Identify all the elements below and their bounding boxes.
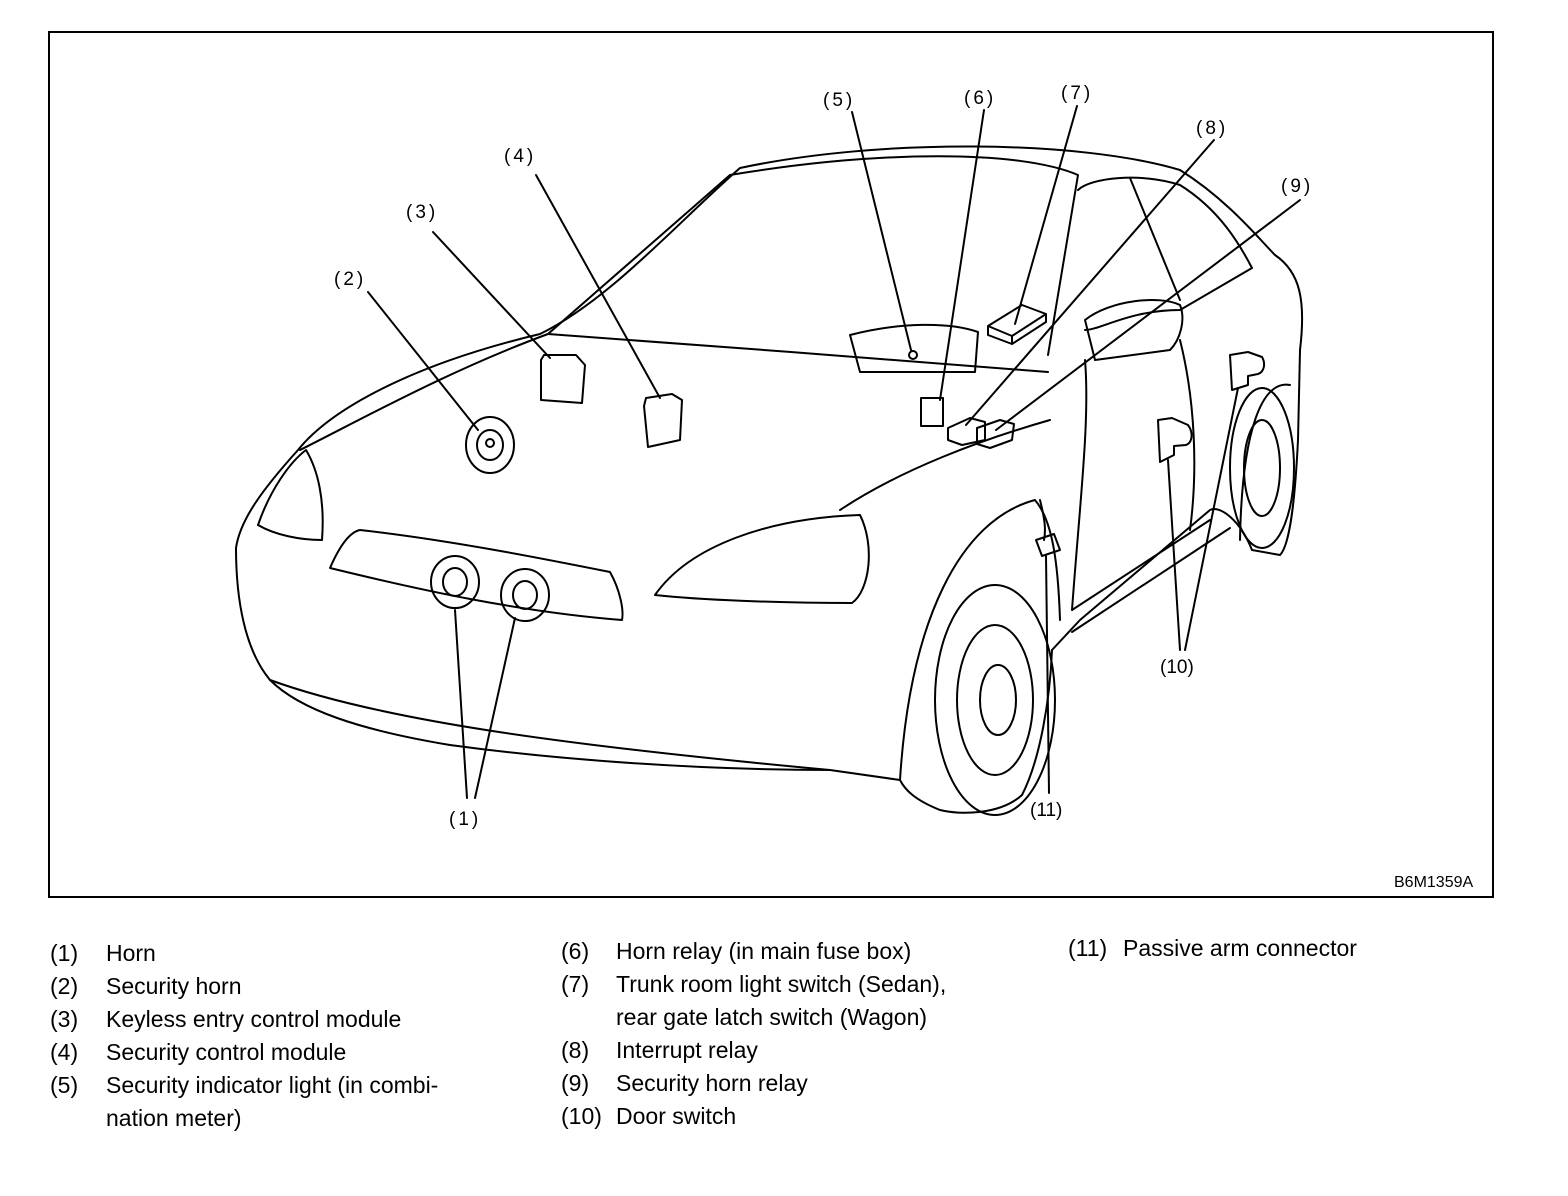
left-headlight xyxy=(257,449,324,541)
horn-right xyxy=(500,568,550,622)
door-line xyxy=(1071,359,1088,611)
legend-num: (6) xyxy=(561,938,590,964)
leader-6 xyxy=(939,109,985,401)
callout-9: (9) xyxy=(1281,176,1313,197)
trunk-light-switch xyxy=(987,304,1047,345)
fender-crease xyxy=(839,419,1051,511)
legend-num: (3) xyxy=(50,1006,79,1032)
legend-num: (9) xyxy=(561,1070,590,1096)
callout-1: (1) xyxy=(449,809,481,830)
rocker xyxy=(1071,519,1211,611)
legend-text: Security control module xyxy=(106,1039,347,1065)
legend-text: Security indicator light (in combi- xyxy=(106,1072,439,1098)
door-switch-front xyxy=(1157,417,1193,463)
security-indicator-light xyxy=(908,350,918,360)
rocker-lower xyxy=(1071,527,1231,633)
horn-relay xyxy=(920,397,944,427)
leader-10b xyxy=(1184,387,1239,651)
callout-3: (3) xyxy=(406,202,438,223)
front-wheel-arch xyxy=(899,499,1061,781)
horn-left xyxy=(430,555,480,609)
front-wheel-rim xyxy=(956,624,1034,776)
legend-text: Horn relay (in main fuse box) xyxy=(616,938,912,964)
legend-text-continued: rear gate latch switch (Wagon) xyxy=(616,1004,928,1030)
rear-wheel-arch xyxy=(1239,383,1291,541)
legend-num: (7) xyxy=(561,971,590,997)
legend-text: Door switch xyxy=(616,1103,737,1129)
legend-text: Trunk room light switch (Sedan), xyxy=(616,971,947,997)
leader-5 xyxy=(851,111,912,351)
security-horn-2 xyxy=(465,416,515,474)
callout-5: (5) xyxy=(823,90,855,111)
legend-text: Passive arm connector xyxy=(1123,935,1357,961)
callout-11: (11) xyxy=(1030,800,1062,821)
hood-crease xyxy=(299,333,549,451)
leader-4 xyxy=(535,174,661,399)
security-horn-relay xyxy=(976,419,1015,449)
leader-8 xyxy=(965,139,1215,426)
side-window xyxy=(1077,176,1253,331)
leader-11 xyxy=(1045,555,1050,794)
legend-num: (10) xyxy=(561,1103,602,1129)
figure-frame xyxy=(48,31,1494,898)
security-horn-2-inner xyxy=(476,429,504,461)
leader-10a xyxy=(1167,459,1181,651)
interrupt-relay xyxy=(947,417,986,446)
legend-text: Security horn relay xyxy=(616,1070,808,1096)
legend-num: (11) xyxy=(1068,935,1108,961)
callout-6: (6) xyxy=(964,88,996,109)
bumper-opening xyxy=(329,529,624,621)
legend-text: Security horn xyxy=(106,973,242,999)
callout-8: (8) xyxy=(1196,118,1228,139)
security-horn-2-center xyxy=(485,438,495,448)
legend-text: Interrupt relay xyxy=(616,1037,758,1063)
legend-item-7: (7) Trunk room light switch (Sedan), rea… xyxy=(561,968,1041,1034)
passive-arm-connector xyxy=(1035,499,1061,557)
legend-text: Horn xyxy=(106,940,156,966)
front-wheel xyxy=(934,584,1056,816)
legend-num: (8) xyxy=(561,1037,590,1063)
legend-num: (2) xyxy=(50,973,79,999)
combination-meter xyxy=(849,323,979,373)
leader-9 xyxy=(995,199,1301,431)
rear-wheel xyxy=(1229,387,1295,549)
mirror xyxy=(1084,299,1184,361)
legend-text-continued: nation meter) xyxy=(106,1105,242,1131)
horn-left-inner xyxy=(442,567,468,597)
callout-2: (2) xyxy=(334,269,366,290)
door-switch-rear xyxy=(1229,351,1266,391)
callout-7: (7) xyxy=(1061,83,1093,104)
callout-10: (10) xyxy=(1160,657,1194,678)
right-headlight xyxy=(654,514,870,604)
keyless-entry-module xyxy=(540,354,586,404)
door-pillar xyxy=(1129,177,1181,301)
leader-3 xyxy=(432,231,551,359)
hood-line xyxy=(547,333,1049,373)
windshield xyxy=(547,155,1079,356)
legend-num: (1) xyxy=(50,940,79,966)
door-rear-line xyxy=(1179,339,1196,531)
callout-4: (4) xyxy=(504,146,536,167)
legend-item-5: (5) Security indicator light (in combi- … xyxy=(50,1069,530,1135)
leader-2 xyxy=(367,291,479,431)
security-control-module xyxy=(643,393,683,448)
horn-right-inner xyxy=(512,580,538,610)
rear-wheel-rim xyxy=(1243,419,1281,517)
leader-7 xyxy=(1014,105,1078,325)
leader-1b xyxy=(474,617,516,799)
legend-num: (5) xyxy=(50,1072,79,1098)
figure-id: B6M1359A xyxy=(1394,874,1473,891)
front-wheel-hub xyxy=(979,664,1017,736)
legend-text: Keyless entry control module xyxy=(106,1006,402,1032)
car-body-outline xyxy=(235,145,1304,814)
legend-num: (4) xyxy=(50,1039,79,1065)
leader-1a xyxy=(454,609,468,799)
